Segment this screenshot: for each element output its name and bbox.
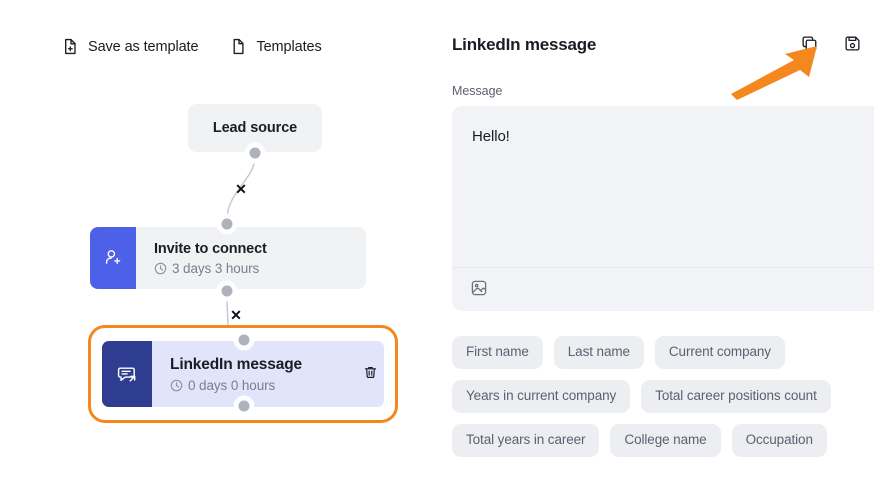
delete-node-button[interactable]	[358, 362, 382, 386]
flow-node-linkedin-message[interactable]: LinkedIn message 0 days 0 hours	[102, 341, 384, 407]
templates-label: Templates	[256, 38, 322, 55]
step-detail-panel: LinkedIn message	[428, 0, 874, 493]
save-as-template-label: Save as template	[88, 38, 199, 55]
copy-button[interactable]	[799, 35, 820, 56]
node-handle-message-in[interactable]	[238, 334, 250, 346]
trash-icon	[363, 365, 378, 383]
image-icon	[470, 279, 488, 300]
message-field-label: Message	[452, 84, 503, 98]
variable-chip-occupation[interactable]: Occupation	[731, 423, 827, 457]
file-plus-icon	[62, 38, 79, 55]
variable-chip-first-name[interactable]: First name	[452, 336, 543, 369]
variable-chip-years-in-current-company[interactable]: Years in current company	[452, 379, 631, 413]
flow-node-delay-label: 0 days 0 hours	[188, 377, 276, 393]
flow-node-title: LinkedIn message	[170, 356, 302, 374]
flow-node-lead-source[interactable]: Lead source	[188, 104, 322, 152]
clock-icon	[154, 262, 167, 275]
flow-node-title: Lead source	[212, 120, 298, 136]
message-input[interactable]: Hello!	[472, 128, 510, 145]
variable-chip-total-career-positions-count[interactable]: Total career positions count	[641, 379, 831, 413]
attach-image-button[interactable]	[469, 280, 489, 300]
variable-chip-last-name[interactable]: Last name	[553, 336, 644, 369]
variable-chip-current-company[interactable]: Current company	[654, 336, 785, 369]
copy-icon	[800, 34, 819, 56]
save-as-template-button[interactable]: Save as template	[60, 36, 200, 57]
user-plus-icon	[90, 227, 136, 289]
flow-canvas[interactable]: Save as template Templates	[0, 0, 428, 493]
edge-remove-lead-to-invite[interactable]: ✕	[235, 181, 247, 197]
detail-header: LinkedIn message	[452, 30, 874, 60]
detail-header-actions	[799, 35, 863, 56]
node-handle-message-out[interactable]	[238, 400, 250, 412]
node-handle-invite-in[interactable]	[221, 218, 233, 230]
flow-node-delay: 3 days 3 hours	[154, 261, 366, 276]
save-disk-icon	[843, 34, 862, 56]
node-handle-invite-out[interactable]	[221, 285, 233, 297]
variable-chip-list: First name Last name Current company Yea…	[452, 336, 874, 457]
canvas-toolbar: Save as template Templates	[60, 36, 324, 57]
page-title: LinkedIn message	[452, 35, 597, 54]
flow-node-delay: 0 days 0 hours	[170, 378, 384, 393]
save-button[interactable]	[842, 35, 863, 56]
chat-send-icon	[102, 341, 152, 407]
clock-icon	[170, 379, 183, 392]
flow-node-invite-to-connect[interactable]: Invite to connect 3 days 3 hours	[90, 227, 366, 289]
variable-chip-total-years-in-career[interactable]: Total years in career	[452, 423, 600, 457]
edge-remove-invite-to-message[interactable]: ✕	[230, 307, 242, 323]
message-field[interactable]: Hello!	[452, 106, 874, 311]
message-toolbar	[452, 267, 874, 311]
flow-node-content: LinkedIn message 0 days 0 hours	[152, 341, 384, 407]
flow-graph: Lead source ✕ Invite to connect	[0, 0, 428, 493]
file-icon	[230, 38, 247, 55]
flow-node-title: Invite to connect	[154, 240, 267, 257]
flow-node-delay-label: 3 days 3 hours	[172, 261, 260, 277]
node-handle-lead-source-out[interactable]	[249, 147, 261, 159]
templates-button[interactable]: Templates	[228, 36, 323, 57]
flow-node-content: Invite to connect 3 days 3 hours	[136, 227, 366, 289]
variable-chip-college-name[interactable]: College name	[610, 423, 721, 457]
